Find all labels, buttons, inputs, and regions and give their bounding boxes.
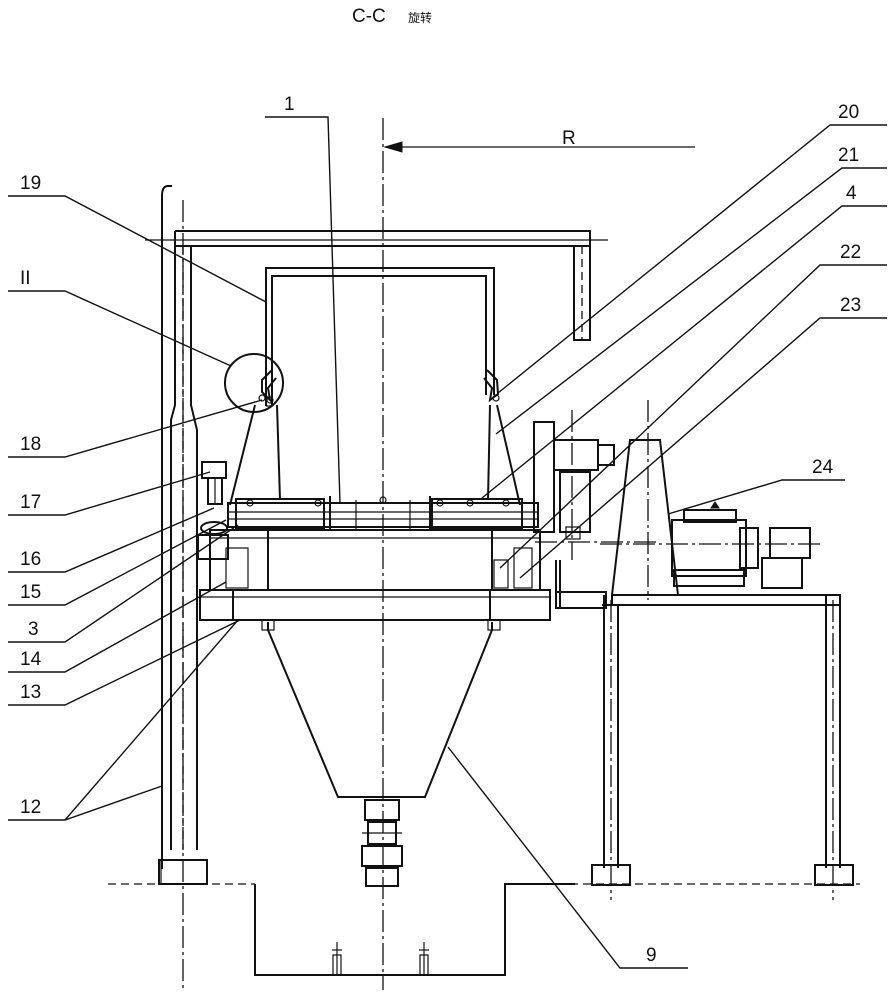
callout-13: 13 [20,682,41,703]
hood [265,267,495,407]
callout-21: 21 [838,145,859,166]
callout-24: 24 [812,457,834,478]
callout-22: 22 [840,242,861,263]
callout-17: 17 [20,492,41,513]
callout-18: 18 [20,434,41,455]
section-title: C-C 旋转 [352,6,432,27]
left-foot [158,859,208,885]
hopper-cone [261,619,501,798]
callout-19: 19 [20,173,41,194]
leader-lines [8,116,887,969]
seal-hook-left [258,369,277,404]
rotating-beam [227,496,539,530]
callout-ii: II [20,268,31,289]
skirt-plates [229,404,521,506]
callout-12: 12 [20,797,41,818]
callout-3: 3 [28,619,39,640]
callout-labels: 1 20 21 4 22 23 24 19 II 18 17 16 15 3 1… [20,94,861,966]
callout-20: 20 [838,102,859,123]
left-drive [197,461,229,560]
callout-15: 15 [20,582,41,603]
callout-23: 23 [840,295,861,316]
callout-16: 16 [20,549,41,570]
discharge-valve [361,799,403,887]
top-gantry-frame [145,185,608,990]
base-ring [209,529,541,591]
callout-14: 14 [20,649,42,670]
motor-stand [591,400,854,900]
callout-1: 1 [284,94,295,115]
pit-anchor-left [332,942,342,976]
pit-anchor-right [419,942,429,976]
section-label: C-C [352,6,386,27]
callout-9: 9 [646,945,657,966]
right-gear-assembly [533,410,660,609]
radius-label: R [562,128,576,149]
callout-4: 4 [846,183,857,204]
lower-platform [199,589,551,621]
ground-pit [108,883,860,976]
detail-ii-circle [224,353,284,413]
radius-dimension: R [383,128,695,153]
seal-hook-right [483,369,500,403]
motor-lift-eye [710,501,720,509]
rotation-label: 旋转 [408,10,432,25]
motor-gearbox [600,501,820,589]
radius-arrow [383,141,403,153]
